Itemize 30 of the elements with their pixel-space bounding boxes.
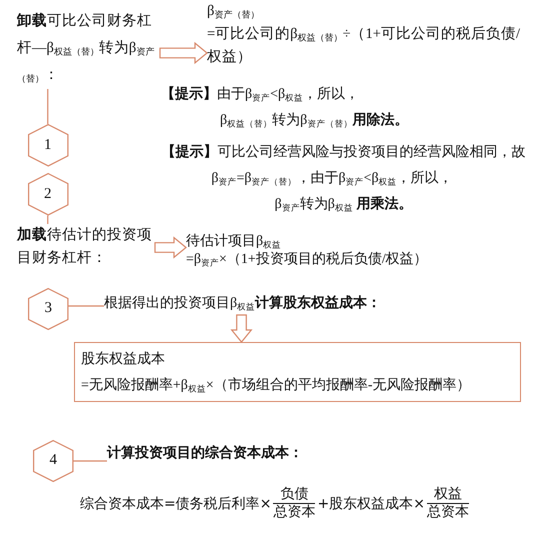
fraction-denominator: 总资本 — [426, 504, 469, 521]
connector-line — [47, 89, 48, 124]
step-heading: 加载待估计的投资项目财务杠杆： — [17, 224, 155, 270]
formula-text: 综合资本成本=债务税后利率× — [80, 494, 272, 512]
step-number: 3 — [44, 301, 52, 316]
fraction-numerator: 负债 — [280, 486, 308, 503]
formula-text: =无风险报酬率+β$_{权益}$×（市场组合的平均报酬率-无风险报酬率） — [81, 376, 470, 396]
step-number: 1 — [44, 138, 52, 153]
step-number: 2 — [44, 186, 52, 202]
block-arrow — [230, 314, 253, 343]
block-arrow — [154, 236, 187, 259]
formula-text: β$_{资产（替）}$ — [207, 2, 260, 22]
formula-text: 待估计项目β$_{权益}$ — [186, 233, 282, 251]
block-arrow — [159, 42, 208, 64]
hint-text: 【提示】由于β$_{资产}$<β$_{权益}$，所以，β$_{权益（替）}$转为β$_{资产（替）}$用除法。 — [161, 85, 410, 131]
formula-text: +股东权益成本× — [317, 494, 425, 512]
connector-line — [47, 216, 48, 224]
hint-text: 【提示】可比公司经营风险与投资项目的经营风险相同，故β$_{资产}$=β$_{资产（替）}$，由于β$_{资产}$<β$_{权益}$，所以，β$_{资产}$转为β$_{权益}$ 用乘法。 — [160, 143, 526, 215]
formula-text: =可比公司的β$_{权益（替）}$÷（1+可比公司的税后负债/权益） — [207, 25, 521, 67]
formula-text: =β$_{资产}$×（1+投资项目的税后负债/权益） — [186, 251, 428, 269]
connector-line — [68, 305, 104, 307]
step-heading: 计算投资项目的综合资本成本： — [107, 443, 303, 465]
connector-line — [74, 460, 107, 462]
fraction-denominator: 总资本 — [273, 504, 316, 521]
step-heading: 卸载可比公司财务杠杆—β$_{权益（替）}$转为β$_{资产}$$_{（替）}$： — [17, 8, 160, 89]
formula-box — [74, 342, 521, 402]
step-heading: 根据得出的投资项目β$_{权益}$计算股东权益成本： — [104, 293, 382, 315]
formula-text: 股东权益成本 — [81, 350, 165, 369]
fraction-numerator: 权益 — [434, 486, 462, 503]
step-number: 4 — [50, 453, 57, 468]
